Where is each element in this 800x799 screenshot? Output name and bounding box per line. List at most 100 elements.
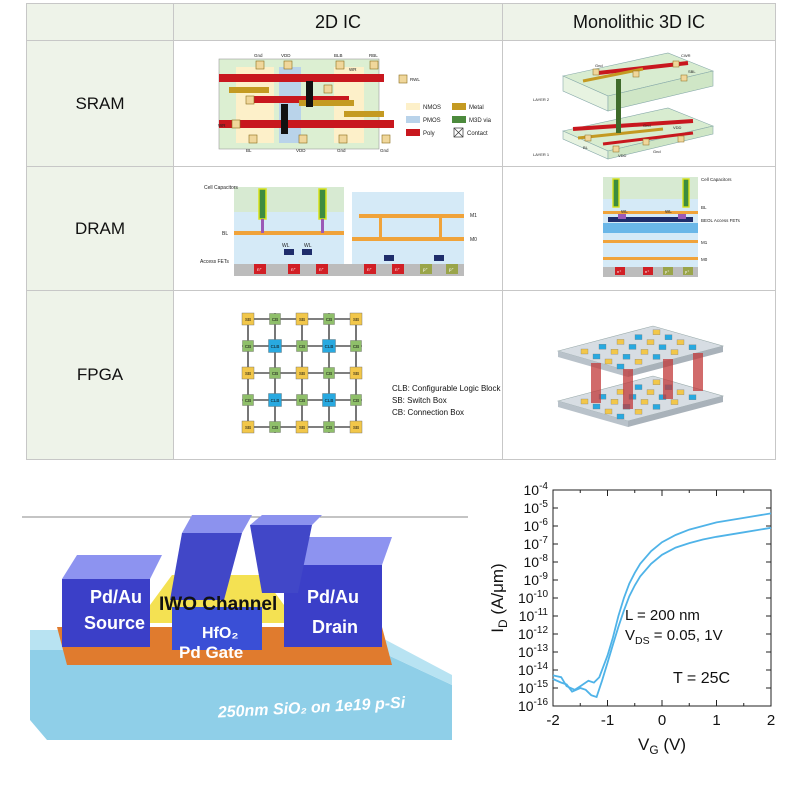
fpga-connection-box-label: CB <box>245 398 251 403</box>
sram3d-label-cwr: CWR <box>681 53 691 58</box>
fpga-legend-clb: CLB: Configurable Logic Block <box>392 384 502 393</box>
fpga-connection-box <box>242 394 254 406</box>
fpga-connection-box-label: CB <box>272 425 278 430</box>
fpga-connection-box-label: CB <box>353 398 359 403</box>
fpga3d-switch-box <box>616 389 625 395</box>
dram3d-label-m1: M1 <box>701 240 708 245</box>
device-label-drain: Drain <box>312 617 358 637</box>
fpga-connection-box-label: CB <box>326 425 332 430</box>
fpga3d-clb <box>652 404 661 410</box>
sram-3d-layout-cell: LAYER 2 LAYER 1 CWR Gnd SBL Gnd VDD BL V… <box>502 40 776 167</box>
fpga-connection-box-label: CB <box>299 344 305 349</box>
fpga-connection-box <box>296 340 308 352</box>
y-tick-label: 10-14 <box>518 661 548 678</box>
fpga-connection-box <box>269 313 281 325</box>
sram2d-label-gnd: Gnd <box>254 53 263 58</box>
legend-nmos: NMOS <box>423 105 441 111</box>
fpga-switch-box <box>349 312 363 326</box>
fpga-clb <box>268 393 282 407</box>
fpga-legend-sb: SB: Switch Box <box>392 396 447 405</box>
x-tick-label: 1 <box>712 712 720 729</box>
y-tick-label: 10-5 <box>524 499 549 516</box>
sram2d-label-vdd-bottom: VDD <box>296 148 306 153</box>
fpga-clb-label: CLB <box>325 398 334 403</box>
comparison-table: 2D IC Monolithic 3D IC SRAM DRAM FPGA <box>26 3 776 460</box>
fpga3d-clb <box>634 334 643 340</box>
fpga-clb-label: CLB <box>271 344 280 349</box>
legend-contact: Contact <box>467 131 488 137</box>
fpga3d-clb <box>658 344 667 350</box>
device-label-source: Source <box>84 613 145 633</box>
device-label-drain-metal: Pd/Au <box>307 587 359 607</box>
dram2d-label-wl-1: WL <box>282 243 290 249</box>
sram2d-label-vdd: VDD <box>281 53 291 58</box>
sram2d-label-gnd-right: Gnd <box>380 148 389 153</box>
dram2d-doping-7: p⁺ <box>449 267 455 272</box>
y-tick-label: 10-16 <box>518 697 548 714</box>
fpga-connection-box-label: CB <box>326 371 332 376</box>
fpga-switch-box-label: SB <box>299 425 305 430</box>
x-tick-label: 2 <box>767 712 775 729</box>
fpga3d-clb <box>652 354 661 360</box>
y-tick-label: 10-4 <box>524 481 549 498</box>
annotation-temperature: T = 25C <box>673 670 730 687</box>
fpga3d-switch-box <box>634 359 643 365</box>
sram3d-label-gnd: Gnd <box>643 123 651 128</box>
fpga3d-switch-box <box>670 349 679 355</box>
sram3d-label-gnd-bottom: Gnd <box>653 149 661 154</box>
fpga-clb-label: CLB <box>271 398 280 403</box>
device-label-channel: IWO Channel <box>159 594 277 615</box>
fpga3d-switch-box <box>610 349 619 355</box>
header-corner-cell <box>26 3 174 41</box>
sram2d-label-rwl: RWL <box>410 77 420 82</box>
fpga-legend-cb: CB: Connection Box <box>392 408 464 417</box>
dram2d-doping-6: p⁺ <box>423 267 429 272</box>
dram2d-doping-4: n⁺ <box>367 267 373 272</box>
row-label-sram: SRAM <box>26 40 174 167</box>
annotation-length: L = 200 nm <box>625 607 700 624</box>
legend-poly: Poly <box>423 131 435 137</box>
fpga-switch-box <box>295 366 309 380</box>
dram2d-label-bl: BL <box>222 231 228 237</box>
fpga-clb <box>322 393 336 407</box>
fpga3d-switch-box <box>604 358 613 365</box>
fpga3d-switch-box <box>652 379 661 385</box>
sram2d-label-wr: WR <box>218 123 226 128</box>
fpga-switch-box <box>241 420 255 434</box>
sram2d-label-rbl: RBL <box>369 53 378 58</box>
fpga3d-clb <box>688 394 697 400</box>
fpga3d-switch-box <box>646 389 655 395</box>
y-tick-label: 10-6 <box>524 517 549 534</box>
sram3d-label-bl: BL <box>583 145 589 150</box>
fpga-switch-box <box>349 420 363 434</box>
sram2d-legend: NMOS PMOS Poly Metal M3D via Contact <box>406 103 492 138</box>
device-label-gate: Pd Gate <box>179 643 243 662</box>
dram2d-doping-3: n⁺ <box>319 267 325 272</box>
fpga-switch-box <box>349 366 363 380</box>
fpga3d-switch-box <box>640 349 649 355</box>
fpga3d-clb <box>664 334 673 340</box>
fpga3d-switch-box <box>676 389 685 395</box>
sram3d-label-vdd: VDD <box>673 125 682 130</box>
sram3d-label-sbl: SBL <box>688 69 696 74</box>
dram-2d-cell: Cell Capacitors BL Access FETs WL WL M1 … <box>173 166 503 291</box>
sram3d-label-gnd-top: Gnd <box>595 63 603 68</box>
dram2d-doping-2: n⁺ <box>291 267 297 272</box>
fpga-connection-box-label: CB <box>272 317 278 322</box>
dram3d-doping-3: p⁺ <box>665 269 669 274</box>
fpga-clb <box>322 339 336 353</box>
fpga-switch-box-label: SB <box>353 317 359 322</box>
fpga-connection-box <box>323 367 335 379</box>
fpga-connection-box <box>323 313 335 325</box>
row-label-fpga: FPGA <box>26 290 174 460</box>
dram3d-label-m0: M0 <box>701 257 708 262</box>
fpga-switch-box <box>295 420 309 434</box>
fpga-connection-box <box>350 394 362 406</box>
fpga-switch-box-label: SB <box>245 425 251 430</box>
dram2d-label-access-fets: Access FETs <box>200 259 229 265</box>
y-tick-label: 10-15 <box>518 679 548 696</box>
